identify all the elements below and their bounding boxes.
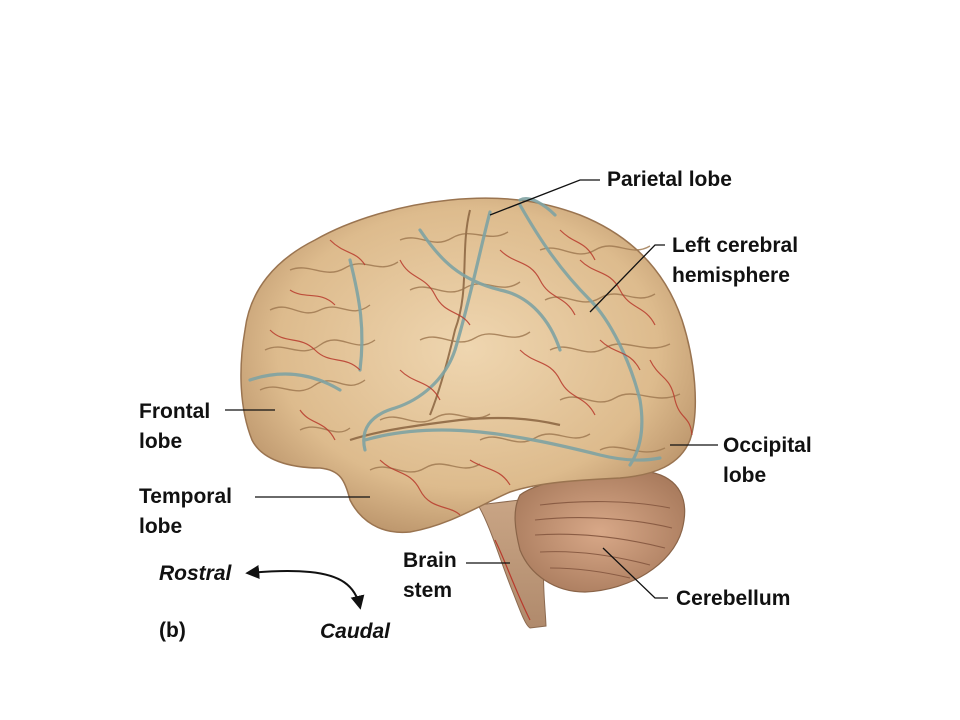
left-cerebral-text-line2: hemisphere — [672, 264, 790, 287]
cerebellum-text: Cerebellum — [676, 587, 791, 610]
panel-letter: (b) — [159, 616, 186, 646]
cerebral-arteries — [269, 229, 693, 516]
frontal-lobe-text-line1: Frontal — [139, 400, 211, 423]
cerebral-veins — [248, 197, 662, 467]
cerebellum-label: Cerebellum — [676, 584, 790, 614]
caudal-text: Caudal — [320, 620, 391, 643]
rostral-text: Rostral — [159, 562, 232, 585]
temporal-lobe-label: Temporal lobe — [139, 482, 232, 542]
leader-left-hemisphere — [589, 244, 665, 313]
panel-letter-text: (b) — [159, 619, 186, 642]
rostral-label: Rostral — [159, 559, 231, 589]
caudal-label: Caudal — [320, 617, 390, 647]
temporal-lobe-text-line2: lobe — [139, 515, 183, 538]
rostral-caudal-arrow-icon — [245, 565, 365, 610]
cerebellum-shape — [514, 471, 686, 593]
brain-stem-text-line1: Brain — [403, 549, 457, 572]
left-cerebral-text-line1: Left cerebral — [672, 234, 799, 257]
temporal-lobe-text-line1: Temporal — [139, 485, 232, 508]
parietal-lobe-text: Parietal lobe — [607, 168, 732, 191]
brain-stem-vessel — [494, 539, 531, 621]
frontal-lobe-text-line2: lobe — [139, 430, 183, 453]
cerebellum-folia — [534, 501, 673, 579]
occipital-lobe-text-line2: lobe — [723, 464, 767, 487]
parietal-lobe-label: Parietal lobe — [607, 165, 732, 195]
leader-parietal — [489, 179, 600, 216]
occipital-lobe-label: Occipital lobe — [723, 431, 812, 491]
occipital-lobe-text-line1: Occipital — [723, 434, 812, 457]
brain-stem-text-line2: stem — [403, 579, 453, 602]
gyri-folds — [259, 209, 681, 473]
leader-cerebellum — [602, 547, 668, 599]
brain-stem-label: Brain stem — [403, 546, 457, 606]
left-cerebral-hemisphere-label: Left cerebral hemisphere — [672, 231, 798, 291]
frontal-lobe-label: Frontal lobe — [139, 397, 210, 457]
leader-lines — [225, 179, 718, 599]
